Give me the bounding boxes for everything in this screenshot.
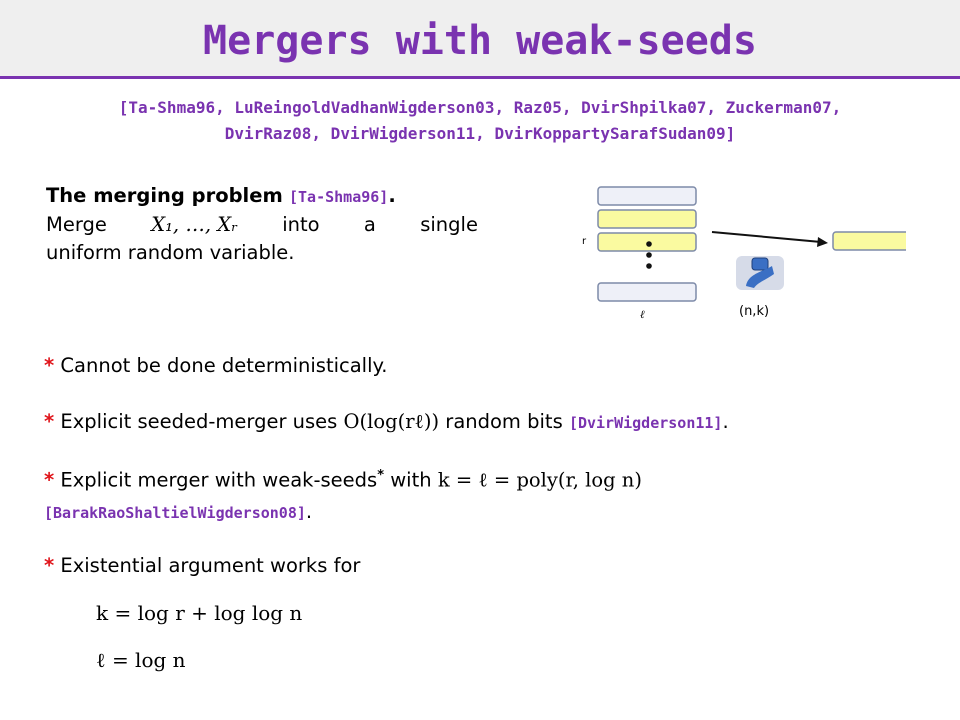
- dot-1: [646, 241, 652, 247]
- problem-heading-end: .: [388, 184, 396, 207]
- references-line-2: DvirRaz08, DvirWigderson11, DvirKopparty…: [224, 124, 736, 143]
- bullet-4-text: Existential argument works for: [60, 554, 361, 577]
- output-box: [832, 231, 906, 251]
- bullet-4: * Existential argument works for: [44, 552, 360, 580]
- source-box-1: [597, 186, 697, 206]
- problem-line-3: uniform random variable.: [46, 241, 295, 264]
- problem-merge-line: Merge X₁, …, Xᵣ into a single: [46, 211, 478, 239]
- bullet-3-pre: Explicit merger with weak-seeds: [60, 468, 378, 492]
- bullet-2: * Explicit seeded-merger uses O(log(rℓ))…: [44, 408, 729, 437]
- merging-problem-text: The merging problem [Ta-Shma96]. Merge X…: [46, 182, 478, 267]
- word-into: into: [282, 213, 320, 236]
- merger-diagram: r ℓ (n,k): [582, 186, 906, 321]
- bullet-2-end: .: [722, 410, 729, 433]
- bullet-3-marker: *: [44, 468, 55, 492]
- bullet-2-marker: *: [44, 410, 55, 433]
- bullet-2-pre: Explicit seeded-merger uses: [60, 410, 338, 433]
- bullet-3: * Explicit merger with weak-seeds* with …: [44, 462, 642, 495]
- bullet-4-marker: *: [44, 554, 55, 577]
- merge-word: Merge: [46, 213, 107, 236]
- equation-ell: ℓ = log n: [96, 648, 186, 672]
- bullet-3-end: .: [305, 500, 313, 523]
- merge-arrow-head: [817, 237, 828, 247]
- source-box-last: [597, 282, 697, 302]
- bullet-2-math: O(log(rℓ)): [343, 410, 440, 433]
- references-line-1: [Ta-Shma96, LuReingoldVadhanWigderson03,…: [118, 98, 842, 117]
- r-label: r: [582, 236, 587, 247]
- bullet-3-sup: *: [377, 468, 385, 483]
- dot-2: [646, 252, 652, 258]
- source-box-3: [597, 232, 697, 252]
- problem-heading-cite: [Ta-Shma96]: [289, 188, 389, 206]
- source-box-2: [597, 209, 697, 229]
- bullet-3-math: k = ℓ = poly(r, log n): [437, 468, 642, 492]
- seed-icon: [746, 257, 774, 288]
- problem-heading: The merging problem: [46, 184, 283, 207]
- slide-title: Mergers with weak-seeds: [203, 18, 757, 64]
- equation-k: k = log r + log log n: [96, 601, 303, 625]
- bullet-2-post: random bits: [445, 410, 563, 433]
- bullet-3-cite-line: [BarakRaoShaltielWigderson08].: [44, 498, 312, 527]
- bullet-1-marker: *: [44, 354, 55, 377]
- header-band: [0, 0, 960, 78]
- word-single: single: [420, 213, 478, 236]
- bullet-2-cite: [DvirWigderson11]: [568, 414, 723, 432]
- word-a: a: [363, 213, 376, 236]
- seed-label: (n,k): [739, 304, 769, 319]
- title-underline: [0, 76, 960, 79]
- dot-3: [646, 263, 652, 269]
- problem-heading-line: The merging problem [Ta-Shma96].: [46, 182, 478, 211]
- references: [Ta-Shma96, LuReingoldVadhanWigderson03,…: [20, 95, 940, 147]
- bullet-1-text: Cannot be done deterministically.: [60, 354, 388, 377]
- bullet-1: * Cannot be done deterministically.: [44, 352, 387, 380]
- bullet-3-with: with: [390, 468, 432, 492]
- merge-arrow-line: [711, 231, 822, 243]
- bullet-3-cite: [BarakRaoShaltielWigderson08]: [44, 504, 306, 522]
- ell-label: ℓ: [640, 308, 645, 321]
- merge-variables: X₁, …, Xᵣ: [151, 213, 238, 236]
